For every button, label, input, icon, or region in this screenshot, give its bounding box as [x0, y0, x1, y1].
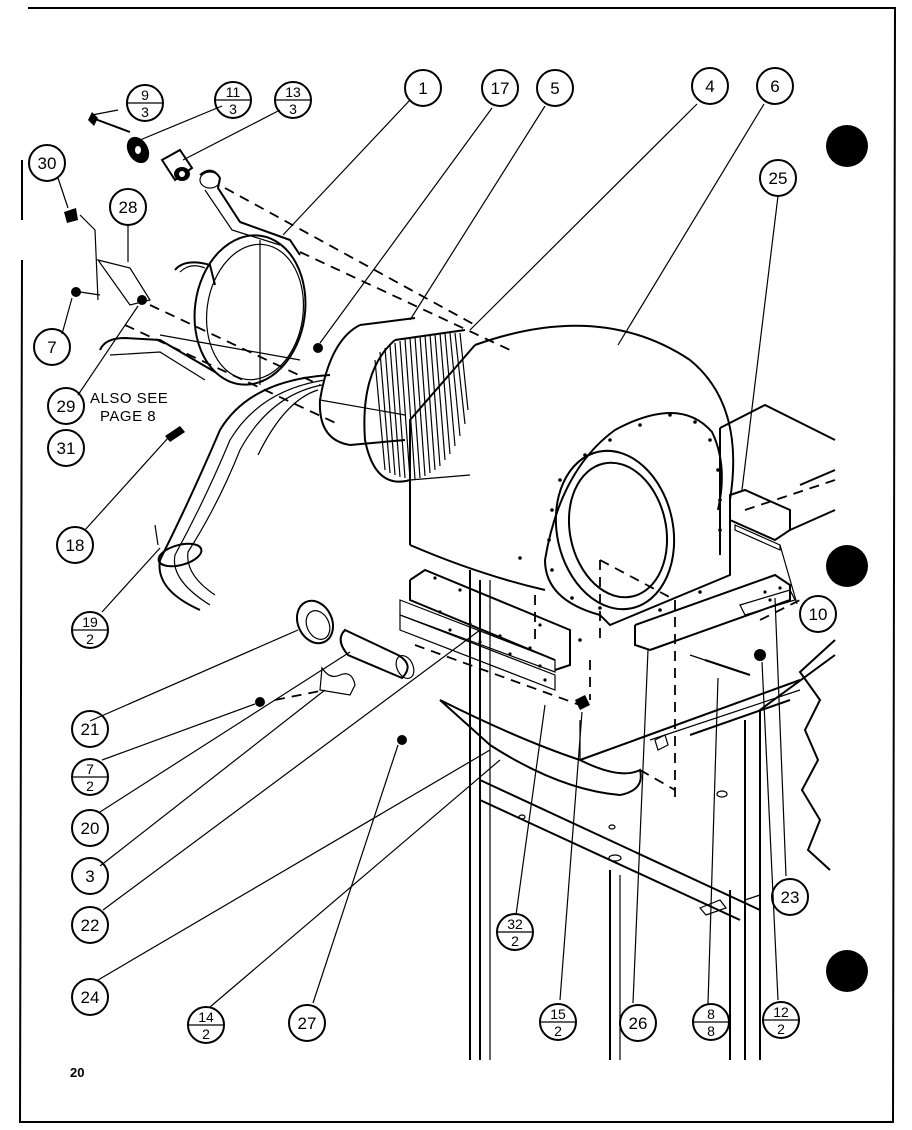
fraction-callout-13-3: 133 [274, 81, 312, 119]
fraction-callout-7-2: 72 [71, 758, 109, 796]
fraction-denominator: 2 [86, 631, 94, 647]
callout-balloons: 1 17 5 4 6 25 30 28 7 29 31 18 10 21 20 … [28, 67, 837, 1042]
callout-label: 6 [770, 77, 779, 96]
callout-21: 21 [71, 710, 109, 748]
callout-23: 23 [771, 878, 809, 916]
fraction-numerator: 12 [773, 1004, 789, 1020]
callout-label: 17 [491, 79, 510, 98]
callout-10: 10 [799, 595, 837, 633]
callout-label: 1 [418, 79, 427, 98]
callout-label: 27 [298, 1014, 317, 1033]
fraction-numerator: 11 [226, 84, 241, 100]
callout-5: 5 [536, 69, 574, 107]
callout-27: 27 [288, 1004, 326, 1042]
motor-wires [154, 374, 331, 611]
fraction-numerator: 19 [82, 614, 98, 630]
hardware-parts [64, 112, 766, 745]
callout-31: 31 [47, 429, 85, 467]
callout-label: 25 [769, 169, 788, 188]
cross-reference-note-line2: PAGE 8 [100, 408, 156, 425]
fraction-callout-11-3: 113 [214, 81, 252, 119]
callout-label: 28 [119, 198, 138, 217]
callout-28: 28 [109, 188, 147, 226]
callout-30: 30 [28, 144, 66, 182]
callout-4: 4 [691, 67, 729, 105]
fraction-callout-32-2: 322 [496, 913, 534, 951]
cabinet-frame [469, 403, 836, 1060]
fraction-callout-19-2: 192 [71, 611, 109, 649]
callout-17: 17 [481, 69, 519, 107]
fraction-denominator: 3 [289, 101, 297, 117]
callout-label: 5 [550, 79, 559, 98]
mounting-rails [399, 488, 796, 797]
callout-6: 6 [756, 67, 794, 105]
cross-reference-note-line1: ALSO SEE [90, 390, 168, 407]
fraction-numerator: 13 [285, 84, 301, 100]
callout-label: 21 [81, 720, 100, 739]
fraction-denominator: 2 [777, 1021, 785, 1037]
fraction-callout-14-2: 142 [187, 1006, 225, 1044]
callout-label: 26 [629, 1014, 648, 1033]
page-number: 20 [70, 1065, 84, 1080]
binder-hole-middle [826, 545, 868, 587]
callout-label: 30 [38, 154, 57, 173]
fraction-denominator: 2 [86, 778, 94, 794]
callout-label: 3 [85, 867, 94, 886]
callout-label: 20 [81, 819, 100, 838]
fraction-denominator: 2 [511, 933, 519, 949]
motor [318, 317, 471, 483]
fraction-denominator: 2 [202, 1026, 210, 1042]
callout-29: 29 [47, 387, 85, 425]
callout-label: 7 [47, 338, 56, 357]
blower-housing [409, 324, 735, 642]
fraction-numerator: 15 [550, 1006, 566, 1022]
fraction-numerator: 14 [198, 1009, 214, 1025]
callout-1: 1 [404, 69, 442, 107]
fraction-callout-8-8: 88 [692, 1003, 730, 1041]
callout-label: 24 [81, 988, 100, 1007]
callout-label: 10 [809, 605, 828, 624]
fraction-numerator: 7 [86, 761, 94, 777]
motor-mount-band [99, 169, 307, 386]
callout-label: 31 [57, 439, 76, 458]
binder-hole-bottom [826, 950, 868, 992]
callout-22: 22 [71, 906, 109, 944]
fraction-callout-12-2: 122 [762, 1001, 800, 1039]
callout-18: 18 [56, 526, 94, 564]
callout-25: 25 [759, 159, 797, 197]
fraction-denominator: 8 [707, 1023, 715, 1039]
fraction-denominator: 3 [229, 101, 237, 117]
callout-label: 23 [781, 888, 800, 907]
callout-3: 3 [71, 857, 109, 895]
fraction-callout-9-3: 93 [126, 84, 164, 122]
callout-26: 26 [619, 1004, 657, 1042]
callout-label: 22 [81, 916, 100, 935]
assembly-guide-lines [124, 187, 581, 706]
callout-7: 7 [33, 328, 71, 366]
fraction-numerator: 8 [707, 1006, 715, 1022]
callout-label: 18 [66, 536, 85, 555]
fraction-numerator: 9 [141, 87, 149, 103]
fraction-denominator: 3 [141, 104, 149, 120]
callout-label: 29 [57, 397, 76, 416]
fraction-denominator: 2 [554, 1023, 562, 1039]
binder-hole-top [826, 125, 868, 167]
fraction-callout-15-2: 152 [539, 1003, 577, 1041]
callout-20: 20 [71, 809, 109, 847]
fraction-balloons: 93 113 133 192 72 322 142 152 88 122 [71, 81, 800, 1044]
fraction-numerator: 32 [507, 916, 523, 932]
page-border [18, 7, 897, 1123]
callout-label: 4 [705, 77, 714, 96]
leader-lines [57, 99, 798, 1008]
callout-24: 24 [71, 978, 109, 1016]
